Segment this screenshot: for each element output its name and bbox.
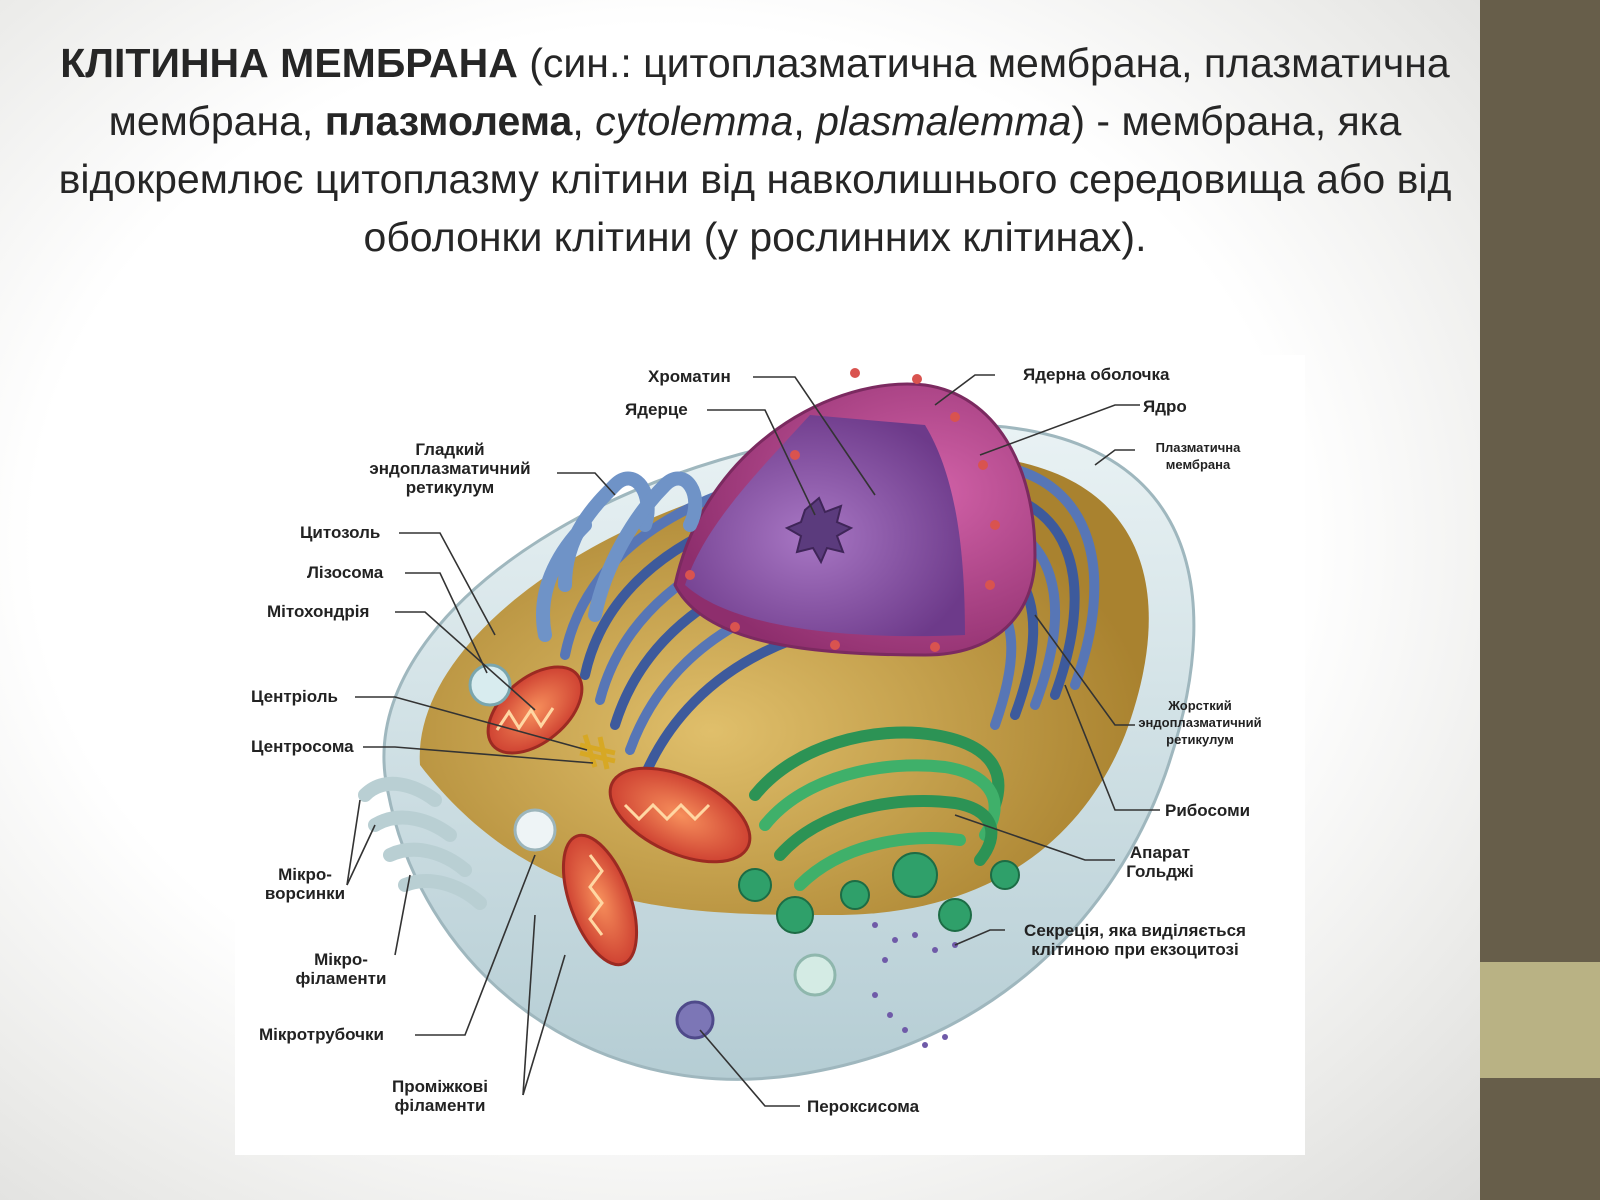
latin-plasmalemma: plasmalemma <box>816 98 1071 144</box>
sidebar-top <box>1480 0 1600 962</box>
label-intermediate-filaments: Проміжкові філаменти <box>365 1077 515 1115</box>
label-peroxisome: Пероксисома <box>807 1097 919 1116</box>
label-secretion-line2: клітиною при екзоцитозі <box>1005 940 1265 959</box>
label-chromatin: Хроматин <box>648 367 731 386</box>
label-centrosome: Центросома <box>251 737 354 756</box>
label-cytosol: Цитозоль <box>300 523 380 542</box>
separator: , <box>793 98 816 144</box>
label-microvilli-line2: ворсинки <box>255 884 355 903</box>
label-microfilaments: Мікро- філаменти <box>281 950 401 988</box>
label-golgi: Апарат Гольджі <box>1105 843 1215 881</box>
plasmolemma-term: плазмолема <box>325 98 573 144</box>
label-rough-er-line2: эндоплазматичний <box>1115 714 1285 731</box>
sidebar-bottom <box>1480 1078 1600 1200</box>
label-ribosomes: Рибосоми <box>1165 801 1250 820</box>
label-microvilli: Мікро- ворсинки <box>255 865 355 903</box>
label-secretion-line1: Секреція, яка виділяється <box>1005 921 1265 940</box>
sidebar-accent <box>1480 962 1600 1078</box>
label-microfilaments-line1: Мікро- <box>281 950 401 969</box>
label-smooth-er-line2: эндоплазматичний <box>345 459 555 478</box>
label-smooth-er: Гладкий эндоплазматичний ретикулум <box>345 440 555 497</box>
term-heading: КЛІТИННА МЕМБРАНА <box>60 40 518 86</box>
vesicle-shape <box>515 810 555 850</box>
lysosome-shape <box>470 665 510 705</box>
label-nuclear-envelope: Ядерна оболочка <box>1023 365 1170 384</box>
label-mitochondria: Мітохондрія <box>267 602 369 621</box>
label-smooth-er-line1: Гладкий <box>345 440 555 459</box>
label-lysosome: Лізосома <box>307 563 383 582</box>
label-secretion: Секреція, яка виділяється клітиною при е… <box>1005 921 1265 959</box>
label-microtubules: Мікротрубочки <box>259 1025 384 1044</box>
label-microfilaments-line2: філаменти <box>281 969 401 988</box>
label-nucleus: Ядро <box>1143 397 1187 416</box>
label-plasma-membrane-line1: Плазматична <box>1133 439 1263 456</box>
label-plasma-membrane: Плазматична мембрана <box>1133 439 1263 473</box>
label-intermediate-line2: філаменти <box>365 1096 515 1115</box>
label-golgi-line2: Гольджі <box>1105 862 1215 881</box>
label-rough-er-line3: ретикулум <box>1115 731 1285 748</box>
label-rough-er-line1: Жорсткий <box>1115 697 1285 714</box>
latin-cytolemma: cytolemma <box>595 98 793 144</box>
label-microvilli-line1: Мікро- <box>255 865 355 884</box>
label-plasma-membrane-line2: мембрана <box>1133 456 1263 473</box>
label-smooth-er-line3: ретикулум <box>345 478 555 497</box>
label-intermediate-line1: Проміжкові <box>365 1077 515 1096</box>
label-rough-er: Жорсткий эндоплазматичний ретикулум <box>1115 697 1285 748</box>
peroxisome-shape <box>677 1002 713 1038</box>
label-nucleolus: Ядерце <box>625 400 688 419</box>
secretory-vesicle <box>795 955 835 995</box>
cell-diagram: Хроматин Ядерце Ядерна оболочка Ядро Пла… <box>235 355 1305 1155</box>
definition-text: КЛІТИННА МЕМБРАНА (син.: цитоплазматична… <box>30 34 1480 266</box>
separator: , <box>572 98 595 144</box>
label-golgi-line1: Апарат <box>1105 843 1215 862</box>
label-centriole: Центріоль <box>251 687 338 706</box>
